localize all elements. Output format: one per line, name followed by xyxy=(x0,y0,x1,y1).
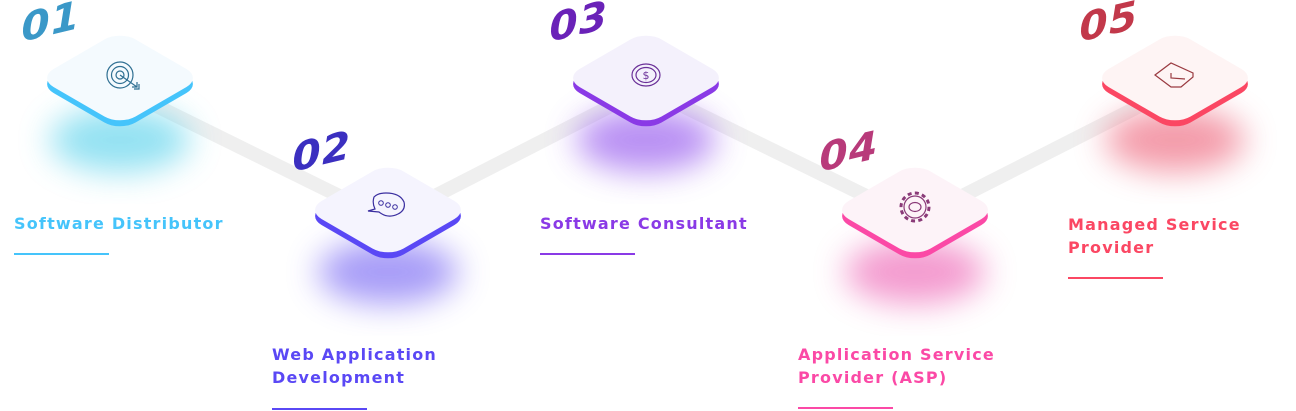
step-underline xyxy=(272,408,367,410)
step-label-line: Development xyxy=(272,368,406,387)
step-label-line: Managed Service xyxy=(1068,215,1241,234)
step-tile-02 xyxy=(315,167,461,304)
step-label-line: Web Application xyxy=(272,345,438,364)
step-tile-04 xyxy=(842,167,988,304)
svg-text:$: $ xyxy=(643,69,650,82)
step-label-line: Software Consultant xyxy=(540,214,748,233)
chat-bubble-icon xyxy=(367,192,405,217)
gear-icon xyxy=(899,191,931,223)
step-label-line: Provider xyxy=(1068,238,1155,257)
step-label-line: Software Distributor xyxy=(14,214,224,233)
tile-glow xyxy=(576,108,716,172)
tile-glow xyxy=(1105,108,1245,172)
tile-glow xyxy=(50,108,190,172)
step-tile-01 xyxy=(47,35,193,172)
target-icon xyxy=(106,61,140,90)
step-label: Software Consultant xyxy=(540,212,748,235)
step-underline xyxy=(14,253,109,255)
tile-glow xyxy=(845,240,985,304)
dollar-coin-icon: $ xyxy=(631,63,661,87)
step-underline xyxy=(540,253,635,255)
step-underline xyxy=(798,407,893,409)
step-tile-03: $ xyxy=(573,35,719,172)
step-label: Software Distributor xyxy=(14,212,224,235)
step-label-line: Application Service xyxy=(798,345,995,364)
check-envelope-icon xyxy=(1154,62,1194,88)
step-underline xyxy=(1068,277,1163,279)
step-label-line: Provider (ASP) xyxy=(798,368,948,387)
step-tile-05 xyxy=(1102,35,1248,172)
tile-glow xyxy=(318,240,458,304)
